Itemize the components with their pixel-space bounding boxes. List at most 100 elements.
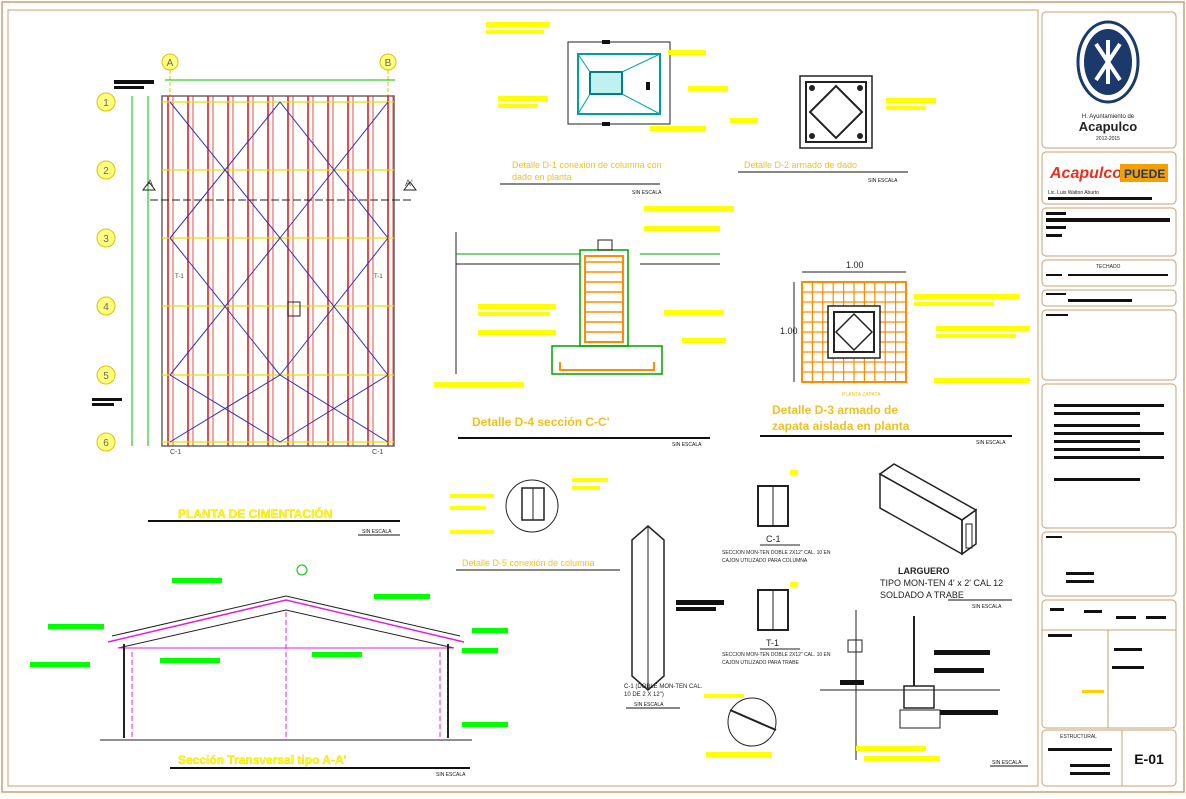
tb-location-label xyxy=(1046,293,1066,295)
tb-location-panel xyxy=(1041,289,1177,307)
d2-bar-1 xyxy=(809,85,815,91)
d3-label-1 xyxy=(914,294,1020,299)
c1-desc-2: CAJON UTILIZADO PARA COLUMNA xyxy=(722,558,808,564)
d3-stirrup xyxy=(833,311,875,353)
tb-legend-line-1 xyxy=(1066,572,1094,575)
column-label-1 xyxy=(676,600,724,605)
d1-tick-top xyxy=(602,40,610,44)
tb-techado: TECHADO xyxy=(1096,264,1121,270)
base-label-4 xyxy=(840,680,864,685)
larguero-top xyxy=(878,463,978,521)
weld-detail-circle xyxy=(727,697,777,747)
row-label-6: 6 xyxy=(103,438,109,449)
leader-label-top-2 xyxy=(114,86,144,89)
c1-desc: SECCION MON-TEN DOBLE 2X12" CAL. 10 EN xyxy=(722,550,831,556)
d4-pedestal-rebar xyxy=(584,255,624,343)
d4-label-5 xyxy=(644,206,734,211)
section-label-3 xyxy=(30,662,90,667)
d2-outer-square xyxy=(799,75,873,149)
detail-d3: 1.00 1.00 PLANTA ZAPATA Detalle D-3 arma… xyxy=(760,260,1030,446)
d3-label-5 xyxy=(934,378,1030,383)
tb-specs-panel xyxy=(1041,383,1177,529)
roof-truss xyxy=(117,609,455,649)
tb-brand-left: Acapulco xyxy=(1049,165,1122,182)
tb-notes-panel xyxy=(1041,309,1177,381)
t1-dim-label xyxy=(790,582,798,587)
section-title: Sección Transversal tipo A-A' xyxy=(178,753,347,767)
tag-t1-right: T-1 xyxy=(374,274,383,280)
row-label-2: 2 xyxy=(103,166,109,177)
d1-label-left xyxy=(498,96,548,101)
weld-member xyxy=(729,709,777,731)
tb-org-name: Acapulco xyxy=(1079,119,1138,134)
tb-project-line-1 xyxy=(1046,218,1170,222)
plan-outline xyxy=(161,95,395,447)
detail-d1: Detalle D-1 conexión de columna con dado… xyxy=(486,22,728,196)
d1-label-bar-2 xyxy=(486,30,544,34)
d1-gusset-1 xyxy=(577,53,591,73)
section-arrow-a-icon xyxy=(142,181,156,191)
column-caption: C-1 (DOBLE MON-TEN CAL. xyxy=(624,684,703,690)
tb-project-line-3 xyxy=(1046,234,1062,237)
d4-label-6 xyxy=(644,226,720,231)
tb-org-years: 2012-2015 xyxy=(1096,136,1120,142)
leader-label-top xyxy=(114,80,154,84)
section-label-4 xyxy=(160,658,220,663)
bracing-lines xyxy=(169,101,389,443)
section-label-9 xyxy=(462,722,508,727)
column-scale: SIN ESCALA xyxy=(634,702,664,708)
row-bubble-6 xyxy=(96,432,116,452)
detail-d4: Detalle D-4 sección C-C' SIN ESCALA xyxy=(434,206,734,448)
roof-line xyxy=(107,599,465,643)
row-bubble-5 xyxy=(96,365,116,385)
d4-stirrups xyxy=(585,261,623,333)
brace-line xyxy=(279,101,389,239)
tb-spec-line xyxy=(1054,456,1164,459)
base-scale: SIN ESCALA xyxy=(992,760,1022,766)
roof-sheet xyxy=(111,595,461,637)
d3-diamond xyxy=(834,312,874,352)
larguero-line1: TIPO MON-TEN 4' x 2' CAL 12 xyxy=(880,578,1003,588)
tb-sheet-line-1 xyxy=(1048,748,1112,751)
d4-label-3 xyxy=(478,330,556,335)
base-label-1 xyxy=(934,650,990,655)
t1-tag: T-1 xyxy=(766,638,779,648)
tb-mayor-line xyxy=(1048,197,1152,200)
foundation-plan: A B 1 2 3 4 5 6 xyxy=(92,53,417,536)
d5-label-5 xyxy=(572,486,600,490)
row-label-1: 1 xyxy=(103,98,109,109)
column-label-2 xyxy=(676,607,716,611)
section-label-1 xyxy=(172,578,222,583)
title-block: H. Ayuntamiento de Acapulco 2012-2015 Ac… xyxy=(1041,11,1177,787)
d2-bar-2 xyxy=(857,85,863,91)
tag-c1-left: C-1 xyxy=(170,449,181,456)
section-scale: SIN ESCALA xyxy=(436,772,466,778)
section-label-5 xyxy=(312,652,362,657)
base-title-bar-2 xyxy=(864,756,940,761)
column-side-view: C-1 (DOBLE MON-TEN CAL. 10 DE 2 X 12") S… xyxy=(624,525,724,709)
section-label-7 xyxy=(472,628,508,633)
d5-label-3 xyxy=(450,530,494,534)
plan-title: PLANTA DE CIMENTACIÓN xyxy=(178,506,332,521)
tb-sheet-line-2 xyxy=(1070,764,1110,767)
d5-detail-circle xyxy=(505,479,559,533)
column-caption-2: 10 DE 2 X 12") xyxy=(624,692,664,698)
d3-dim-width: 1.00 xyxy=(846,260,864,270)
d2-title: Detalle D-2 armado de dado xyxy=(744,160,857,170)
row-bubble-1 xyxy=(96,92,116,112)
d3-label-4 xyxy=(936,334,1016,338)
weld-title-bar xyxy=(706,752,772,757)
larguero-lip xyxy=(965,523,973,549)
row-bubbles: 1 2 3 4 5 6 xyxy=(96,92,116,452)
larguero-detail: LARGUERO TIPO MON-TEN 4' x 2' CAL 12 SOL… xyxy=(878,463,1012,610)
acapulco-seal-glyph xyxy=(1094,40,1122,84)
plan-scale: SIN ESCALA xyxy=(362,529,392,535)
d4-label-4 xyxy=(434,382,524,387)
tb-org-line1: H. Ayuntamiento de xyxy=(1082,114,1135,120)
tb-brand-right: PUEDE xyxy=(1124,167,1165,181)
larguero-title: LARGUERO xyxy=(898,566,950,576)
tb-spec-line xyxy=(1054,478,1140,481)
tb-spec-lines xyxy=(1054,404,1164,481)
d2-stirrup xyxy=(805,81,867,143)
